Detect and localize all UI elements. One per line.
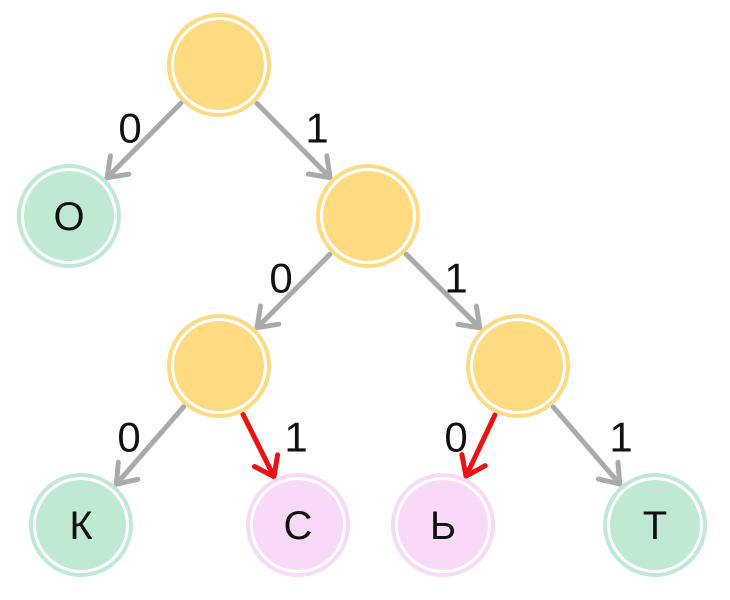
node-root	[167, 13, 271, 117]
edge-n10-k	[113, 404, 187, 487]
node-fill	[36, 480, 126, 570]
node-fill	[398, 480, 488, 570]
node-leaf-k: К	[29, 473, 133, 577]
edge-label-n10-k: 0	[117, 414, 140, 461]
node-label-leaf-o: О	[53, 195, 84, 239]
arrowhead	[113, 459, 141, 487]
node-label-leaf-soft: Ь	[430, 504, 456, 548]
edge-label-n11-t: 1	[609, 414, 632, 461]
edge-line	[113, 404, 187, 487]
edge-label-root-n1: 1	[305, 105, 328, 152]
arrowhead	[459, 452, 488, 479]
edge-label-n1-n10: 0	[269, 255, 292, 302]
edge-line	[403, 251, 483, 331]
node-fill	[323, 171, 413, 261]
node-label-leaf-t: Т	[643, 504, 667, 548]
edge-n1-n10	[254, 251, 333, 331]
edge-line	[104, 100, 184, 181]
node-fill	[24, 171, 114, 261]
arrowhead	[104, 153, 132, 181]
node-fill	[174, 321, 264, 411]
edge-label-root-o: 0	[118, 105, 141, 152]
nodes-layer: О К С Ь Т	[17, 13, 707, 577]
arrowhead	[455, 303, 483, 331]
node-leaf-o: О	[17, 164, 121, 268]
node-label-leaf-s: С	[284, 504, 313, 548]
node-n1	[316, 164, 420, 268]
edge-root-n1	[254, 100, 333, 181]
edge-line	[550, 404, 623, 487]
node-fill	[473, 321, 563, 411]
edge-n11-soft	[459, 412, 498, 479]
node-leaf-t: Т	[603, 473, 707, 577]
edge-n11-t	[550, 404, 623, 487]
node-fill	[610, 480, 700, 570]
edge-line	[254, 100, 333, 181]
arrowhead	[254, 303, 282, 331]
node-label-leaf-k: К	[69, 504, 93, 548]
edge-label-n11-soft: 0	[444, 414, 467, 461]
edge-n1-n11	[403, 251, 483, 331]
edge-labels-layer: 0 1 0 1 0 1 0 1	[117, 105, 632, 461]
edge-line	[240, 411, 277, 480]
edge-n10-s	[240, 411, 281, 480]
edge-line	[463, 412, 498, 479]
edges-layer	[104, 100, 623, 487]
edge-label-n1-n11: 1	[444, 255, 467, 302]
edge-line	[254, 251, 333, 331]
node-leaf-soft: Ь	[391, 473, 495, 577]
node-n10	[167, 314, 271, 418]
node-fill	[253, 480, 343, 570]
arrowhead	[595, 459, 623, 487]
edge-label-n10-s: 1	[284, 414, 307, 461]
arrowhead	[252, 452, 281, 480]
node-fill	[174, 20, 264, 110]
arrowhead	[305, 153, 333, 181]
node-leaf-s: С	[246, 473, 350, 577]
edge-root-o	[104, 100, 184, 181]
node-n11	[466, 314, 570, 418]
